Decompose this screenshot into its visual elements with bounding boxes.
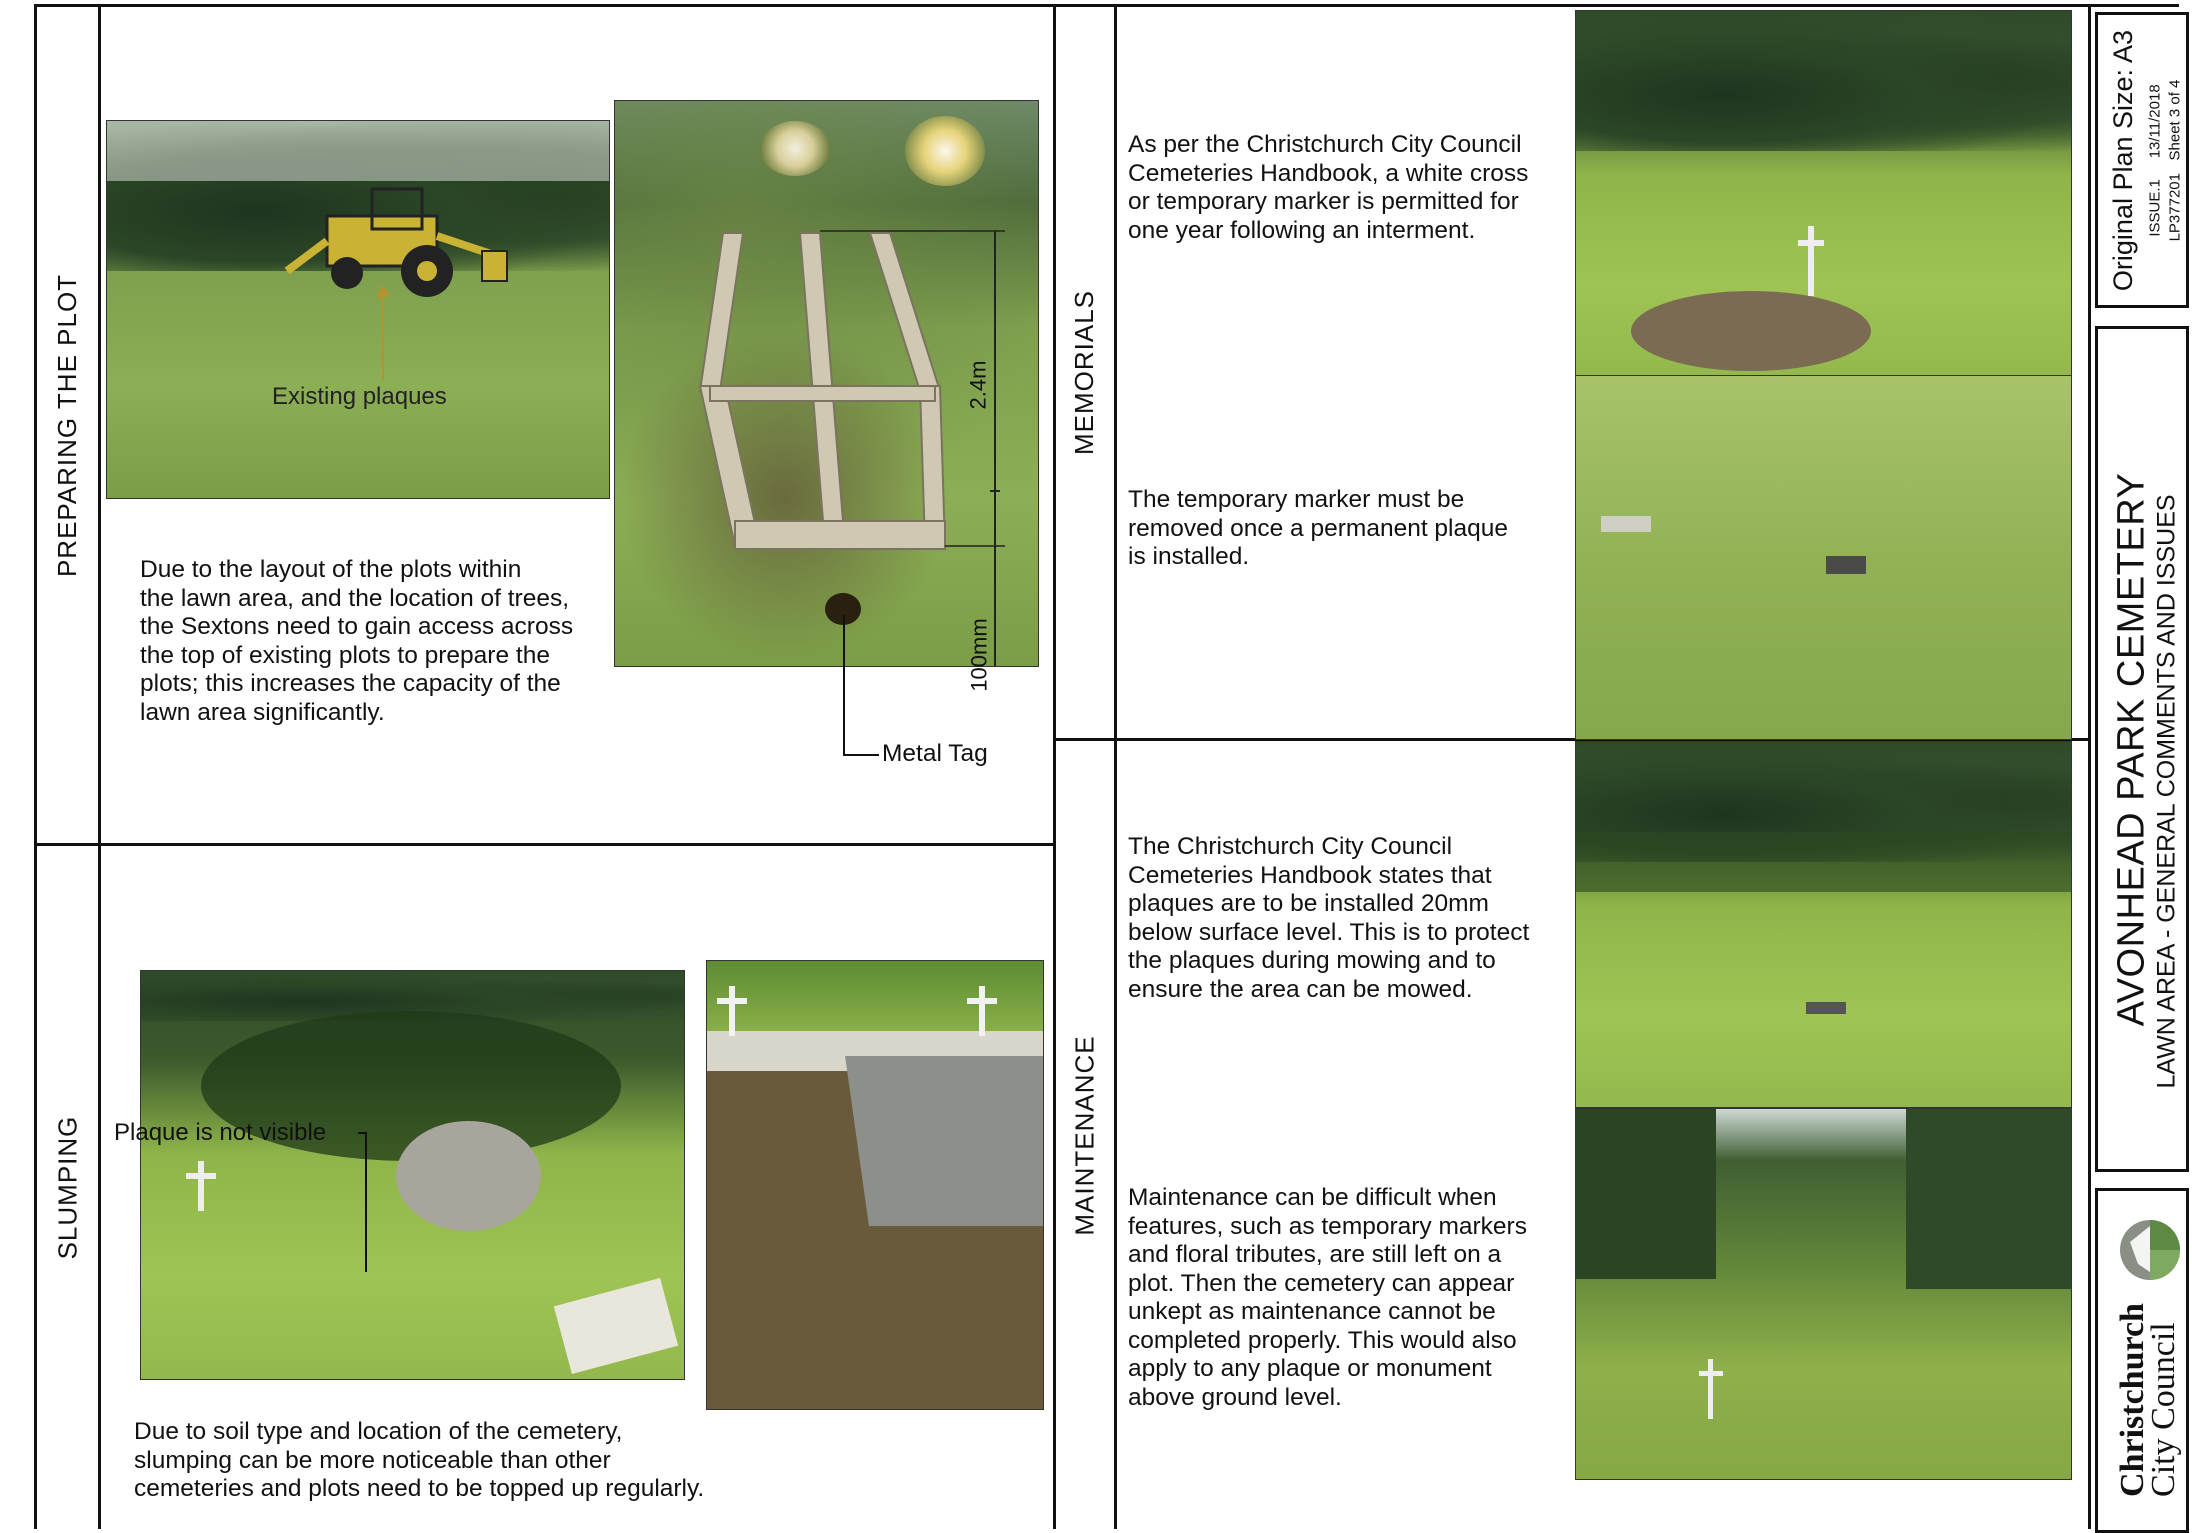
- preparing-body-text: Due to the layout of the plots within th…: [140, 556, 574, 726]
- memorials-text-2: The temporary marker must be removed onc…: [1128, 486, 1509, 570]
- photo-digger-on-lawn: Existing plaques: [106, 120, 610, 499]
- photo-row-of-plots: [1575, 1108, 2072, 1480]
- memorials-text-1: As per the Christchurch City Council Cem…: [1128, 131, 1529, 244]
- label-column-divider-left: [98, 4, 101, 1529]
- existing-plaques-label: Existing plaques: [272, 383, 447, 410]
- metal-tag-leader-horizontal: [843, 754, 879, 756]
- photo-mowed-lawn: [1575, 741, 2072, 1108]
- metal-tag-leader-vertical: [843, 615, 845, 755]
- white-cross-icon: [186, 1161, 216, 1211]
- arrow-up-icon: [376, 285, 390, 297]
- issue-label: ISSUE.1: [2146, 178, 2164, 237]
- digger-icon: [284, 187, 508, 297]
- timber-frame-drawing: [698, 230, 1005, 666]
- plan-info-block: Original Plan Size: A3 ISSUE.1 13/11/201…: [2098, 15, 2186, 305]
- photo-plot-frame: [614, 100, 1039, 667]
- photo-slumped-plot: [140, 970, 685, 1380]
- photo-cross-marker: [1575, 10, 2072, 377]
- metal-tag-label: Metal Tag: [882, 740, 988, 767]
- tree-shadow: [201, 1011, 621, 1161]
- floral-tribute: [553, 1277, 679, 1375]
- right-row-divider: [1053, 738, 2088, 741]
- plan-size-label: Original Plan Size: A3: [2108, 29, 2139, 291]
- plaque: [1806, 1002, 1846, 1014]
- section-label-preparing: PREPARING THE PLOT: [52, 273, 83, 577]
- white-cross-icon: [1699, 1359, 1723, 1419]
- plaque: [1601, 516, 1651, 532]
- logo-line-1: Christchurch: [2114, 1303, 2152, 1497]
- gravel-slump: [396, 1121, 541, 1231]
- drawing-subtitle: LAWN AREA - GENERAL COMMENTS AND ISSUES: [2152, 493, 2181, 1089]
- section-label-slumping: SLUMPING: [52, 1115, 82, 1260]
- plaque-leader-vertical: [365, 1132, 367, 1272]
- concrete-slab: [845, 1056, 1043, 1226]
- section-label-memorials: MEMORIALS: [1069, 289, 1100, 456]
- title-block-divider: [2088, 4, 2091, 1529]
- issue-date: 13/11/2018: [2146, 83, 2164, 158]
- logo-line-2: City Council: [2145, 1322, 2183, 1497]
- title-block-box-plan: [2095, 12, 2189, 308]
- left-row-divider: [34, 843, 1056, 846]
- frame-left: [34, 4, 37, 1529]
- flowers-left: [760, 121, 830, 176]
- column-divider-middle: [1053, 4, 1056, 1529]
- fresh-grave-soil: [1631, 291, 1871, 371]
- section-label-maintenance: MAINTENANCE: [1069, 1034, 1100, 1236]
- dimension-2-4m: 2.4m: [965, 360, 991, 410]
- slumping-body-text: Due to soil type and location of the cem…: [134, 1418, 705, 1502]
- photo-flat-plaques: [1575, 375, 2072, 740]
- white-cross-icon: [1798, 226, 1824, 296]
- plaque: [1826, 556, 1866, 574]
- flowers-right: [905, 116, 985, 186]
- council-logo-icon: [2120, 1220, 2180, 1280]
- dimension-100mm: 100mm: [967, 618, 993, 692]
- plaque-leader-horizontal: [358, 1132, 366, 1134]
- sheet-number: Sheet 3 of 4: [2166, 79, 2184, 160]
- council-wordmark: Christchurch City Council: [2110, 1290, 2186, 1510]
- title-block-box-title: [2095, 326, 2189, 1172]
- photo-sunken-grave: [706, 960, 1044, 1410]
- maintenance-text-1: The Christchurch City Council Cemeteries…: [1128, 833, 1530, 1003]
- frame-top: [34, 4, 2179, 7]
- lp-number: LP377201: [2166, 172, 2184, 241]
- plaque-not-visible-label: Plaque is not visible: [114, 1119, 327, 1146]
- white-cross-icon: [967, 986, 997, 1036]
- maintenance-text-2: Maintenance can be difficult when featur…: [1128, 1184, 1527, 1411]
- white-cross-icon: [717, 986, 747, 1036]
- plaques-arrow-line: [382, 291, 384, 381]
- drawing-subtitle-block: LAWN AREA - GENERAL COMMENTS AND ISSUES: [2150, 330, 2184, 1168]
- label-column-divider-right: [1114, 4, 1117, 1529]
